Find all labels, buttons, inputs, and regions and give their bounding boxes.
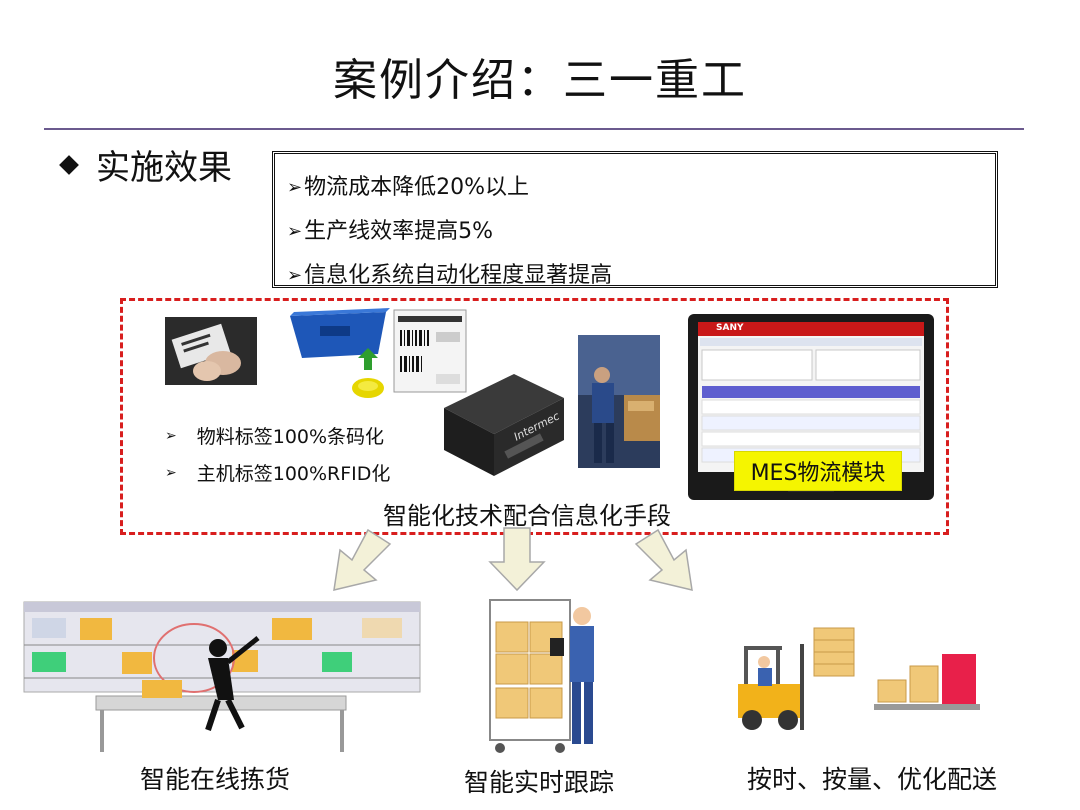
picking-shelves-illustration	[22, 600, 422, 755]
outcome-caption: 智能实时跟踪	[463, 768, 614, 797]
result-item: ➢ 物流成本降低20%以上	[287, 166, 983, 210]
result-item-text: 信息化系统自动化程度显著提高	[304, 263, 613, 288]
result-item: ➢ 信息化系统自动化程度显著提高	[287, 254, 983, 298]
arrow-bullet-icon: ➢	[165, 464, 177, 481]
result-item-text: 生产线效率提高5%	[304, 219, 493, 244]
tech-bullet: ➢ 主机标签100%RFID化	[165, 459, 390, 486]
outcome-caption: 按时、按量、优化配送	[746, 765, 997, 794]
slide-title: 案例介绍：三一重工	[333, 55, 747, 106]
section-heading-label: 实施效果	[96, 148, 232, 188]
tech-bullet-text: 物料标签100%条码化	[196, 426, 385, 448]
section-heading: 实施效果	[59, 140, 232, 189]
barcode-label-photo	[165, 317, 257, 385]
diamond-bullet-icon	[59, 154, 79, 175]
screen-brand-label: SANY	[716, 323, 744, 333]
rfid-printer-photo: Intermec	[434, 368, 566, 480]
mes-module-label: MES物流模块	[734, 451, 902, 491]
warehouse-worker-photo	[578, 335, 660, 468]
down-arrows-icon	[333, 527, 693, 592]
blue-bin-rfid-photo	[282, 306, 394, 402]
arrow-bullet-icon: ➢	[287, 221, 303, 242]
result-item-text: 物流成本降低20%以上	[304, 175, 529, 200]
arrow-bullet-icon: ➢	[287, 177, 303, 198]
tech-caption: 智能化技术配合信息化手段	[383, 502, 671, 530]
results-box: ➢ 物流成本降低20%以上 ➢ 生产线效率提高5% ➢ 信息化系统自动化程度显著…	[272, 151, 998, 288]
mes-terminal-photo: SANY	[688, 314, 934, 500]
arrow-bullet-icon: ➢	[287, 265, 303, 286]
tech-bullet: ➢ 物料标签100%条码化	[165, 422, 384, 449]
arrow-bullet-icon: ➢	[165, 427, 177, 444]
barcode-card-photo	[392, 308, 468, 394]
technology-frame	[120, 298, 949, 535]
tracking-cart-illustration	[484, 596, 604, 756]
title-divider	[44, 128, 1024, 130]
outcome-caption: 智能在线拣货	[139, 765, 290, 794]
result-item: ➢ 生产线效率提高5%	[287, 210, 983, 254]
tech-bullet-text: 主机标签100%RFID化	[196, 463, 391, 485]
forklift-delivery-illustration	[734, 624, 984, 734]
